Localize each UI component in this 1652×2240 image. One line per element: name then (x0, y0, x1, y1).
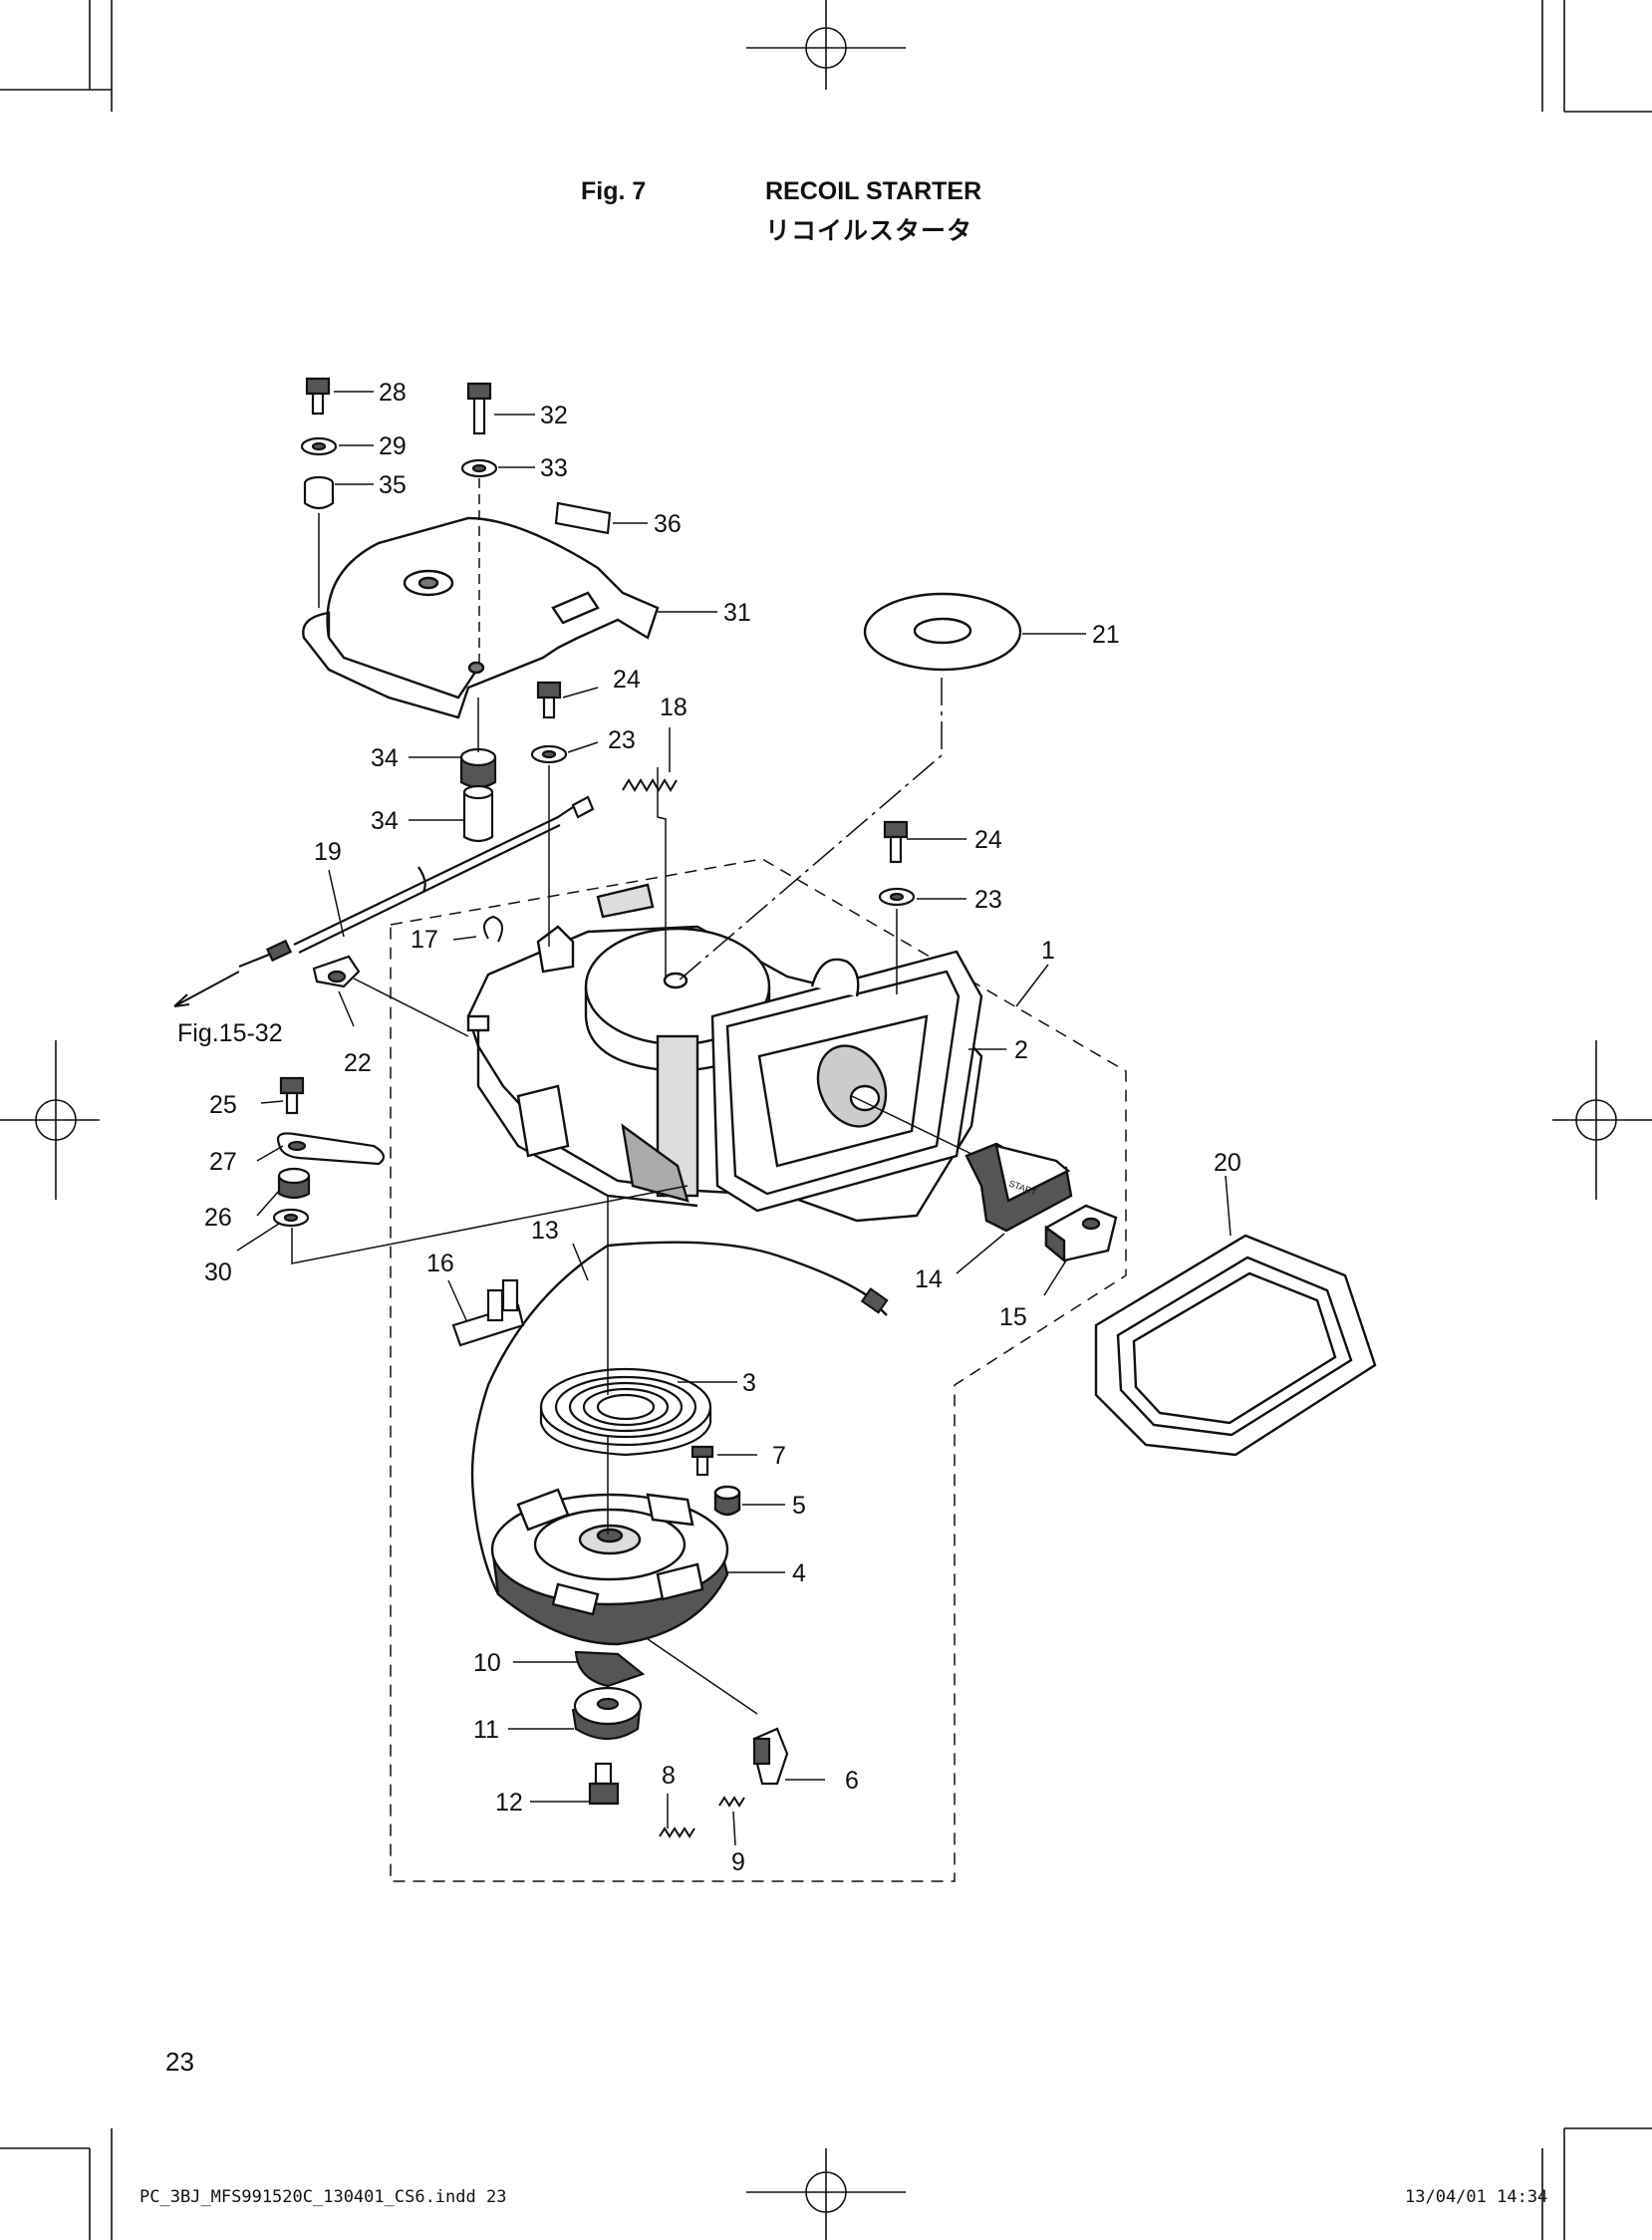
part-24-bolt-upper (536, 681, 562, 719)
part-28-cover (302, 516, 660, 719)
callout-28: 31 (723, 599, 751, 627)
part-3-spring (539, 1367, 712, 1457)
registration-mark-right (1552, 1040, 1652, 1200)
part-16-bracket (451, 1278, 525, 1347)
callout-15: 15 (999, 1303, 1027, 1331)
part-8-spring (659, 1826, 695, 1838)
assembly-lines (291, 478, 972, 1715)
part-23-washer-right (878, 887, 916, 907)
callout-36: 36 (654, 510, 682, 538)
callout-12: 12 (495, 1789, 523, 1817)
part-6-lever (752, 1727, 789, 1786)
callout-20: 20 (1214, 1149, 1241, 1177)
assembly-boundary-dashed (390, 858, 1127, 1882)
part-25-bolt (279, 1076, 305, 1115)
part-30-washer (460, 458, 498, 478)
part-23-washer-upper (530, 744, 568, 764)
part-2-housing (466, 883, 983, 1223)
fig-reference: Fig.15-32 (177, 1019, 283, 1047)
callout-8: 8 (662, 1762, 676, 1790)
callout-23-right: 23 (974, 886, 1002, 914)
part-31-collar (459, 747, 497, 789)
registration-mark-left (0, 1040, 100, 1200)
callout-19: 19 (314, 838, 342, 866)
part-32-sleeve (462, 784, 494, 843)
callout-24-upper: 24 (613, 666, 641, 694)
callout-24-right: 24 (974, 826, 1002, 854)
callout-33: 28 (379, 379, 407, 407)
part-36-label (554, 501, 612, 535)
figure-subtitle: リコイルスタータ (765, 217, 973, 245)
callout-26: 26 (204, 1204, 232, 1232)
figure-label: Fig. 7 (581, 177, 647, 205)
callout-3: 3 (742, 1369, 756, 1397)
callout-31: 34 (371, 744, 399, 772)
page-number: 23 (165, 2047, 194, 2077)
part-20-gasket (1094, 1234, 1377, 1457)
callout-16: 16 (426, 1250, 454, 1277)
part-4-reel (490, 1488, 729, 1646)
part-26-collar (277, 1167, 311, 1200)
part-11-plate (571, 1686, 643, 1740)
part-34-washer-lower (272, 1208, 310, 1228)
part-18-spring (622, 778, 678, 792)
part-13-rope (470, 1241, 888, 1595)
part-24-bolt-right (883, 820, 909, 864)
part-14-handle: START (964, 1142, 1073, 1233)
registration-mark-top (746, 0, 906, 90)
footer-timestamp: 13/04/01 14:34 (1405, 2187, 1548, 2207)
part-12-bolt (588, 1762, 620, 1806)
callout-13: 13 (531, 1217, 559, 1245)
callout-35: 35 (379, 471, 407, 499)
callout-9: 9 (731, 1848, 745, 1876)
part-21-disc (863, 592, 1022, 672)
part-27-arm (276, 1132, 386, 1166)
part-22-cam (312, 955, 361, 988)
part-35-collar (303, 475, 335, 510)
callout-34: 29 (379, 432, 407, 460)
callout-21: 21 (1092, 621, 1120, 649)
callout-6: 6 (845, 1767, 859, 1795)
part-33-bolt (305, 377, 331, 416)
callout-25: 25 (209, 1091, 237, 1119)
registration-mark-bottom (746, 2148, 906, 2240)
callout-11: 11 (473, 1716, 499, 1744)
callout-18: 18 (660, 694, 688, 721)
part-5-collar (713, 1485, 741, 1517)
callout-30: 33 (540, 454, 568, 482)
callout-23-upper: 23 (608, 726, 636, 754)
footer-file-name: PC_3BJ_MFS991520C_130401_CS6.indd 23 (139, 2187, 507, 2207)
callout-29: 32 (540, 402, 568, 429)
part-34-washer (300, 436, 338, 456)
part-17-spring-clip (483, 915, 503, 943)
fig-reference-arrow (173, 971, 240, 1007)
callout-4: 4 (792, 1559, 806, 1587)
part-7-bolt (690, 1445, 714, 1477)
part-9-spring (718, 1796, 745, 1808)
callout-34-lower: 30 (204, 1259, 232, 1286)
callout-14: 14 (915, 1265, 943, 1293)
figure-title: RECOIL STARTER (765, 177, 982, 205)
leader-lines (236, 391, 1232, 1846)
part-13-rope-end (860, 1287, 889, 1314)
callout-1: 1 (1041, 937, 1055, 965)
callout-10: 10 (473, 1649, 501, 1677)
callout-labels: 28 29 35 32 33 36 31 21 24 23 18 34 34 1… (177, 379, 1241, 1876)
callout-27: 27 (209, 1148, 237, 1176)
callout-32: 34 (371, 807, 399, 835)
part-10-pawl (574, 1650, 646, 1688)
part-15-insert (1044, 1204, 1118, 1263)
callout-2: 2 (1014, 1036, 1028, 1064)
callout-22: 22 (344, 1049, 372, 1077)
callout-5: 5 (792, 1492, 806, 1520)
callout-17: 17 (411, 926, 438, 954)
part-29-bolt (466, 382, 492, 435)
callout-7: 7 (772, 1442, 786, 1470)
